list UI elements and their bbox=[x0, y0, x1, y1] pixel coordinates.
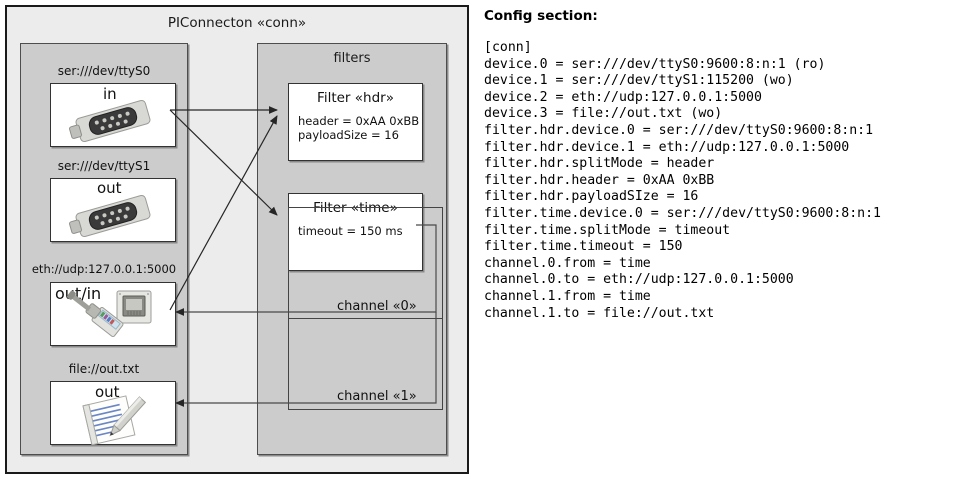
filters-group-title: filters bbox=[333, 51, 371, 66]
diagram-title: PIConnecton «conn» bbox=[167, 15, 307, 31]
config-body-text: [conn] device.0 = ser:///dev/ttyS0:9600:… bbox=[484, 40, 881, 321]
connector-diagram: PIConnecton «conn» ser:///dev/ttyS0 in s… bbox=[5, 5, 469, 474]
port-label-file: file://out.txt bbox=[68, 362, 140, 376]
port-label-eth: eth://udp:127.0.0.1:5000 bbox=[31, 262, 177, 276]
filter-prop: payloadSize = 16 bbox=[298, 128, 399, 142]
filter-title-time: Filter «time» bbox=[313, 200, 398, 216]
filter-title-hdr: Filter «hdr» bbox=[317, 90, 394, 106]
port-label-ttys0: ser:///dev/ttyS0 bbox=[57, 64, 151, 78]
channel-label-0: channel «0» bbox=[337, 299, 417, 314]
channel-label-1: channel «1» bbox=[337, 389, 417, 404]
filter-props-hdr: header = 0xAA 0xBB payloadSize = 16 bbox=[298, 114, 419, 142]
config-heading: Config section: bbox=[484, 8, 598, 24]
port-direction-ttys0: in bbox=[103, 85, 117, 103]
port-direction-ttys1: out bbox=[97, 179, 122, 197]
filter-prop: header = 0xAA 0xBB bbox=[298, 114, 420, 128]
port-direction-file: out bbox=[95, 383, 120, 401]
filter-card-hdr[interactable]: Filter «hdr» header = 0xAA 0xBB payloadS… bbox=[288, 83, 423, 161]
config-panel: Config section: [conn] device.0 = ser://… bbox=[482, 0, 964, 484]
port-label-ttys1: ser:///dev/ttyS1 bbox=[57, 159, 151, 173]
port-direction-eth: out/in bbox=[55, 284, 102, 303]
